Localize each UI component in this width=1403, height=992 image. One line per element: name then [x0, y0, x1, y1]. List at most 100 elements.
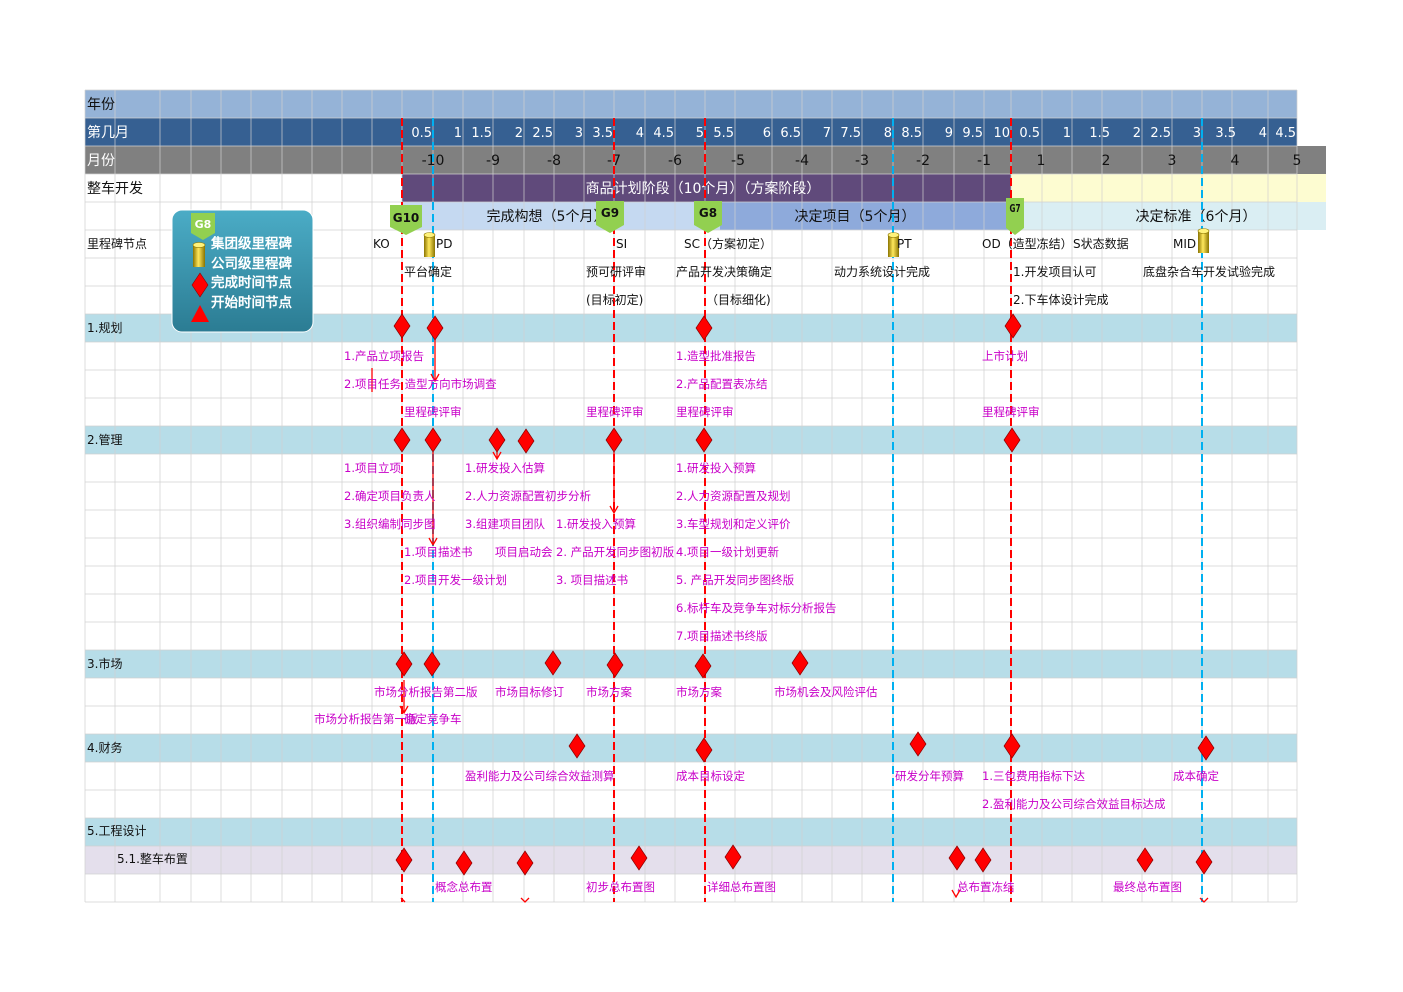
diamond-marker	[695, 427, 713, 453]
week-value: 9.5	[962, 126, 983, 141]
cylinder-mid	[1197, 228, 1210, 253]
week-value: 2	[515, 126, 523, 141]
diamond-marker	[393, 427, 411, 453]
diamond-marker	[395, 651, 413, 677]
ms-sc: SC（方案初定）	[684, 236, 772, 251]
plan-item: 里程碑评审	[982, 405, 1040, 419]
month-value: 4	[1231, 153, 1240, 169]
market-item: 市场机会及风险评估	[774, 685, 878, 699]
legend-box: G8 集团级里程碑 公司级里程碑 完成时间节点 开始时间节点	[171, 209, 314, 333]
gate-g9-label: G9	[601, 206, 619, 220]
month-value: -8	[547, 153, 561, 169]
mgmt-item: 1.研发投入预算	[556, 517, 636, 531]
ms-line1-prestudy: 预可研评审	[586, 264, 646, 279]
ms-pt: PT	[897, 237, 912, 251]
mgmt-item: 2.人力资源配置初步分析	[465, 489, 591, 503]
month-value: 3	[1168, 153, 1177, 169]
mgmt-item: 项目启动会	[495, 545, 553, 559]
diamond-marker	[517, 428, 535, 454]
ms-ko: KO	[373, 237, 390, 251]
gate-g10-label: G10	[393, 211, 420, 225]
plan-item: 里程碑评审	[676, 405, 734, 419]
ms-line2-target-refine: （目标细化)	[706, 293, 771, 307]
diamond-marker	[455, 850, 473, 876]
ms-od: OD（造型冻结）	[982, 236, 1073, 251]
diamond-marker	[395, 847, 413, 873]
week-value: 10	[993, 126, 1010, 141]
market-item: 市场方案	[586, 685, 632, 699]
diamond-marker	[1003, 733, 1021, 759]
mgmt-item: 2. 产品开发同步图初版	[556, 545, 675, 559]
diamond-marker	[424, 427, 442, 453]
month-value: 2	[1102, 153, 1111, 169]
week-value: 5	[696, 126, 704, 141]
eng-item: 最终总布置图	[1113, 880, 1182, 894]
plan-item: 上市计划	[982, 349, 1028, 363]
year-bar	[85, 90, 1297, 118]
decision-phase-text: 决定项目（5个月）	[795, 209, 916, 225]
cylinder-pd	[423, 232, 436, 257]
eng-item: 概念总布置	[435, 880, 493, 894]
mgmt-item: 1.研发投入预算	[676, 461, 756, 475]
ms-line1-chassis: 底盘杂合车开发试验完成	[1143, 264, 1275, 279]
ms-si: SI	[616, 237, 627, 251]
section-eng-title: 5.工程设计	[87, 823, 146, 838]
phase-texts: 商品计划阶段（10个月）（方案阶段） 完成构想（5个月） 决定项目（5个月） 决…	[487, 180, 1257, 225]
week-value: 8.5	[901, 126, 922, 141]
section-plan-title: 1.规划	[87, 320, 122, 335]
milestone-label: 里程碑节点	[87, 236, 147, 251]
mgmt-item: 3.车型规划和定义评价	[676, 517, 791, 531]
legend-item-company: 公司级里程碑	[211, 255, 292, 272]
week-value: 9	[945, 126, 953, 141]
diamond-marker	[1136, 847, 1154, 873]
market-items: 市场分析报告第二版 市场分析报告第一版 确定竞争车 市场目标修订 市场方案 市场…	[314, 685, 878, 726]
plan-items: 1.产品立项报告 2.项目任务 造型方向市场调查 里程碑评审 里程碑评审 1.造…	[344, 349, 1040, 419]
legend-item-start: 开始时间节点	[211, 294, 292, 311]
mgmt-item: 2.项目开发一级计划	[404, 573, 507, 587]
diamond-marker	[1195, 849, 1213, 875]
month-value: 5	[1293, 153, 1302, 169]
week-value: 1	[1063, 126, 1071, 141]
legend-gate-badge-label: G8	[195, 218, 212, 231]
week-value: 1	[454, 126, 462, 141]
plan-item: 里程碑评审	[586, 405, 644, 419]
week-value: 7.5	[840, 126, 861, 141]
finance-item: 盈利能力及公司综合效益测算	[465, 769, 615, 783]
milestone-texts: KO PD SI SC（方案初定） PT OD（造型冻结） S状态数据 MID …	[373, 236, 1275, 307]
market-item: 市场分析报告第二版	[374, 685, 478, 699]
week-value: 2.5	[532, 126, 553, 141]
week-bar	[85, 118, 1297, 146]
week-value: 0.5	[1019, 126, 1040, 141]
gate-g7: G7	[1006, 198, 1024, 235]
diamond-marker	[1197, 735, 1215, 761]
month-value: -4	[795, 153, 809, 169]
section-bands	[85, 314, 1297, 874]
mgmt-items: 1.项目立项 2.确定项目负责人 3.组织编制同步图 1.项目描述书 2.项目开…	[344, 461, 836, 643]
month-value: -6	[668, 153, 682, 169]
row-labels: 年份 第几月 月份 整车开发 里程碑节点	[87, 97, 147, 251]
ms-s-data: S状态数据	[1073, 236, 1129, 251]
mgmt-item: 3.组建项目团队	[465, 517, 545, 531]
gate-g10: G10	[390, 205, 422, 235]
diamond-marker	[516, 850, 534, 876]
plan-item: 2.项目任务 造型方向市场调查	[344, 377, 497, 391]
mgmt-item: 7.项目描述书终版	[676, 629, 768, 643]
month-value: -5	[731, 153, 745, 169]
week-value: 3.5	[592, 126, 613, 141]
diamond-marker	[909, 731, 927, 757]
section-titles: 1.规划 2.管理 3.市场 4.财务 5.工程设计 5.1.整车布置	[87, 320, 188, 866]
section-bar-eng	[85, 818, 1297, 846]
week-label: 第几月	[87, 124, 129, 141]
section-finance-title: 4.财务	[87, 740, 122, 755]
month-value: -9	[486, 153, 500, 169]
week-value: 7	[823, 126, 831, 141]
gate-g7-label: G7	[1010, 202, 1021, 215]
month-bar-left	[85, 146, 402, 174]
cylinder-pt	[887, 232, 900, 257]
section-bar-finance	[85, 734, 1297, 762]
week-value: 4.5	[1275, 126, 1296, 141]
ms-line2-underbody: 2.下车体设计完成	[1013, 292, 1108, 307]
ms-line1-power: 动力系统设计完成	[834, 264, 930, 279]
mgmt-item: 1.研发投入估算	[465, 461, 545, 475]
